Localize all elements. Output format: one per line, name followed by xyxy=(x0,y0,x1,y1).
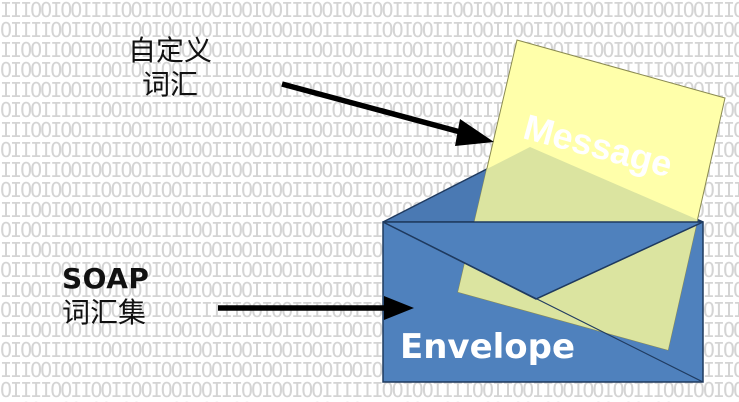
custom-vocabulary-line1: 自定义 xyxy=(128,34,213,67)
arrow-to-envelope-head xyxy=(384,296,414,320)
envelope-label: Envelope xyxy=(400,327,575,367)
soap-vocabulary-line1: SOAP xyxy=(62,262,150,295)
custom-vocabulary-line2: 词汇 xyxy=(142,68,199,101)
custom-vocabulary-label: 自定义 词汇 xyxy=(128,34,212,102)
envelope-diagonal-left xyxy=(382,221,704,383)
arrow-to-message-shaft xyxy=(281,81,465,136)
envelope-diagonal-right xyxy=(535,221,704,300)
arrow-to-message-head xyxy=(455,119,494,146)
soap-vocabulary-label: SOAP 词汇集 xyxy=(62,262,149,330)
soap-vocabulary-line2: 词汇集 xyxy=(62,296,147,329)
